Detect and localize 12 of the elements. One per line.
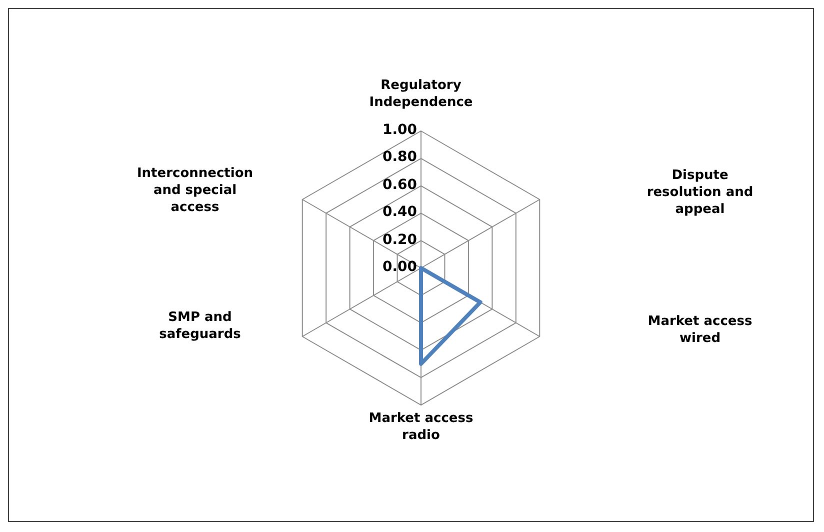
tick-label: 1.00 — [381, 122, 417, 138]
tick-label: 0.00 — [381, 259, 417, 275]
axis-label: Dispute resolution and appeal — [646, 166, 754, 218]
axis-label: Interconnection and special access — [136, 164, 254, 216]
axis-label: Market access radio — [368, 410, 474, 444]
axis-label: SMP and safeguards — [158, 309, 242, 343]
tick-label: 0.60 — [381, 176, 417, 193]
tick-label: 0.20 — [381, 232, 417, 248]
tick-label: 0.80 — [381, 149, 417, 166]
tick-label: 0.40 — [381, 204, 417, 220]
axis-label: Regulatory Independence — [368, 77, 474, 111]
axis-label: Market access wired — [646, 313, 754, 347]
